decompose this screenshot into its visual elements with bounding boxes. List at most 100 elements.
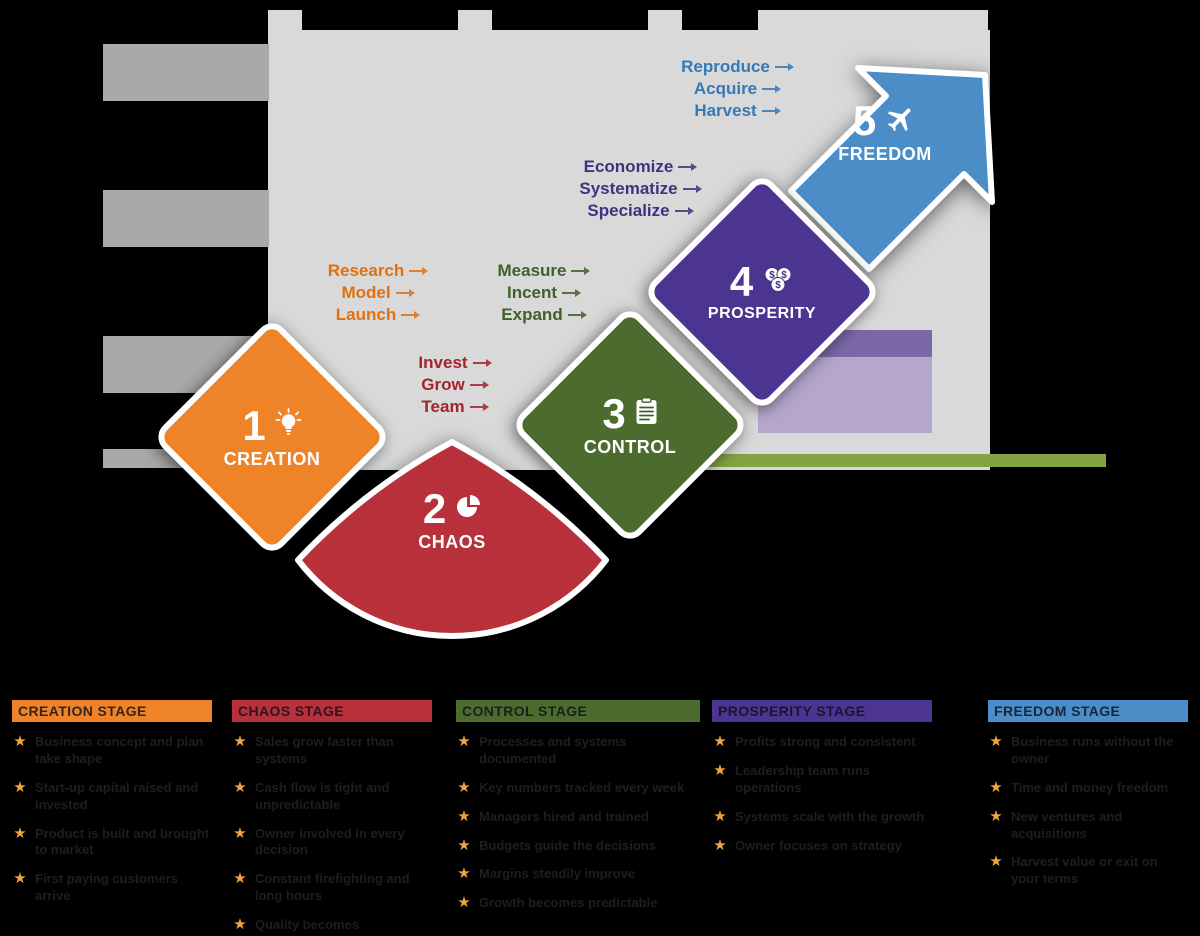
- item-text: Growth becomes predictable: [479, 895, 658, 911]
- star-icon: ★: [457, 778, 471, 796]
- transition-word: Invest: [418, 353, 468, 372]
- transition-arrow-icon: [567, 311, 587, 319]
- star-icon: ★: [989, 807, 1003, 825]
- star-icon: ★: [233, 916, 247, 934]
- summary-column-creation: CREATION STAGE ★ Business concept and pla…: [12, 700, 212, 905]
- item-text: Time and money freedom: [1011, 779, 1169, 795]
- item-text: Start-up capital raised and invested: [35, 779, 199, 812]
- item-text: Managers hired and trained: [479, 808, 649, 824]
- list-item: ★ New ventures and acquisitions: [988, 807, 1188, 843]
- summary-column-freedom: FREEDOM STAGE ★ Business runs without the…: [988, 700, 1188, 888]
- item-text: Business runs without the owner: [1011, 734, 1174, 766]
- item-text: First paying customers arrive: [35, 871, 179, 904]
- star-icon: ★: [713, 761, 727, 779]
- transition-word: Grow: [421, 375, 465, 394]
- star-icon: ★: [233, 778, 247, 796]
- transition-reproduce-acquire-harvest: Reproduce Acquire Harvest: [657, 56, 812, 122]
- stair-step: [103, 44, 269, 101]
- item-text: Sales grow faster than systems: [255, 734, 394, 766]
- list-item: ★Product is built and brought to market: [12, 824, 212, 860]
- transition-arrow-icon: [472, 359, 492, 367]
- star-icon: ★: [13, 733, 27, 750]
- list-item: ★ Business runs without the owner: [988, 733, 1188, 768]
- list-item: ★ Growth becomes predictable: [456, 895, 700, 912]
- list-item: ★Managers hired and trained: [456, 808, 700, 826]
- list-item: ★ First paying customers arrive: [12, 871, 212, 905]
- list-item: ★Time and money freedom: [988, 779, 1188, 797]
- stage-4-diamond: 4 $$$ PROSPERITY: [641, 171, 883, 413]
- svg-text:$: $: [781, 270, 787, 281]
- item-text: Budgets guide the decisions: [479, 837, 656, 853]
- star-icon: ★: [457, 865, 471, 883]
- item-text: Cash flow is tight and unpredictable: [255, 779, 390, 812]
- item-text: New ventures and acquisitions: [1011, 808, 1123, 841]
- lightbulb-icon: [275, 408, 302, 443]
- stage-5-content: 5 FREEDOM: [795, 100, 975, 165]
- stage-label: PROSPERITY: [707, 305, 817, 322]
- transition-arrow-icon: [409, 267, 429, 275]
- star-icon: ★: [233, 733, 247, 750]
- summary-section: CREATION STAGE ★ Business concept and pla…: [12, 700, 1188, 936]
- transition-word: Team: [421, 397, 465, 416]
- item-text: Leadership team runs operations: [735, 762, 871, 795]
- list-item: ★Harvest value or exit on your terms: [988, 854, 1188, 888]
- item-text: Quality becomes inconsistent: [255, 917, 360, 936]
- stair-tab: [648, 10, 682, 30]
- transition-arrow-icon: [762, 85, 782, 93]
- transition-measure-incent-expand: Measure Incent Expand: [466, 260, 616, 326]
- list-item: ★ Cash flow is tight and unpredictable: [232, 778, 432, 814]
- star-icon: ★: [713, 733, 727, 750]
- column-header: FREEDOM STAGE: [988, 700, 1188, 722]
- stage-number: 1: [242, 401, 266, 449]
- transition-arrow-icon: [571, 267, 591, 275]
- item-text: Owner involved in every decision: [255, 825, 405, 858]
- star-icon: ★: [457, 836, 471, 854]
- list-item: ★ Leadership team runs operations: [712, 761, 932, 797]
- item-text: Key numbers tracked every week: [479, 779, 685, 795]
- column-header: PROSPERITY STAGE: [712, 700, 932, 722]
- transition-arrow-icon: [678, 163, 698, 171]
- transition-arrow-icon: [395, 289, 415, 297]
- star-icon: ★: [457, 733, 471, 750]
- transition-arrow-icon: [761, 107, 781, 115]
- list-item: ★Processes and systems documented: [456, 733, 700, 768]
- transition-economize-systematize-specialize: Economize Systematize Specialize: [555, 156, 720, 222]
- transition-word: Economize: [583, 157, 674, 176]
- stage-5-arrow: [788, 65, 995, 272]
- transition-word: Acquire: [693, 79, 758, 98]
- list-item: ★ Key numbers tracked every week: [456, 778, 700, 797]
- item-text: Margins steadily improve: [479, 866, 636, 882]
- item-text: Constant firefighting and long hours: [255, 871, 410, 904]
- item-text: Profits strong and consistent: [735, 734, 916, 749]
- star-icon: ★: [13, 778, 27, 796]
- star-icon: ★: [233, 870, 247, 888]
- list-item: ★ Start-up capital raised and invested: [12, 778, 212, 814]
- stage-number: 3: [602, 389, 626, 437]
- transition-arrow-icon: [562, 289, 582, 297]
- clipboard-icon: [635, 397, 658, 430]
- money-icon: $$$: [762, 266, 794, 299]
- transition-word: Reproduce: [681, 57, 770, 76]
- stage-2-fan: [295, 439, 609, 639]
- stage-label: FREEDOM: [838, 144, 932, 164]
- item-text: Business concept and plan take shape: [35, 734, 204, 766]
- stage-1-diamond: 1 CREATION: [151, 316, 393, 558]
- transition-arrow-icon: [674, 207, 694, 215]
- column-header: CREATION STAGE: [12, 700, 212, 722]
- stage-2-content: 2 CHAOS: [352, 488, 552, 553]
- list-item: ★Owner focuses on strategy: [712, 837, 932, 855]
- stage-number: 2: [422, 485, 447, 532]
- list-item: ★ Constant firefighting and long hours: [232, 871, 432, 905]
- stage-label: CHAOS: [418, 532, 486, 552]
- transition-arrow-icon: [682, 185, 702, 193]
- stair-step: [103, 190, 269, 247]
- star-icon: ★: [457, 894, 471, 912]
- star-icon: ★: [989, 733, 1003, 750]
- transition-word: Launch: [335, 305, 397, 324]
- transition-arrow-icon: [469, 381, 489, 389]
- star-icon: ★: [13, 870, 27, 888]
- transition-word: Model: [341, 283, 391, 302]
- star-icon: ★: [13, 824, 27, 842]
- transition-arrow-icon: [774, 63, 794, 71]
- column-header: CONTROL STAGE: [456, 700, 700, 722]
